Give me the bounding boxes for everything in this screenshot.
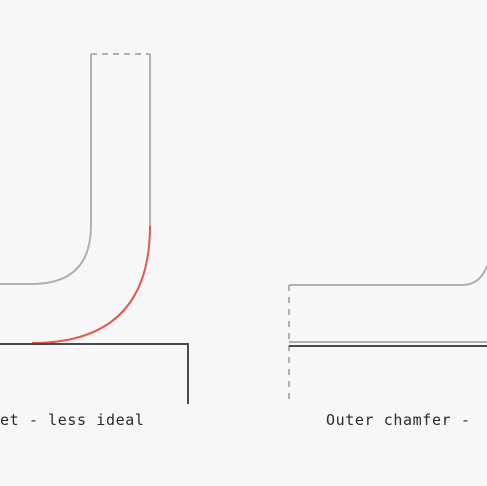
left-inner-wall <box>0 54 92 285</box>
caption-right: Outer chamfer - <box>326 411 471 429</box>
left-example <box>0 53 189 404</box>
left-outer-fillet <box>31 225 151 344</box>
right-upper-edge <box>289 265 487 286</box>
caption-left: et - less ideal <box>0 411 145 429</box>
left-base-plate <box>0 343 189 404</box>
right-example <box>288 265 487 404</box>
